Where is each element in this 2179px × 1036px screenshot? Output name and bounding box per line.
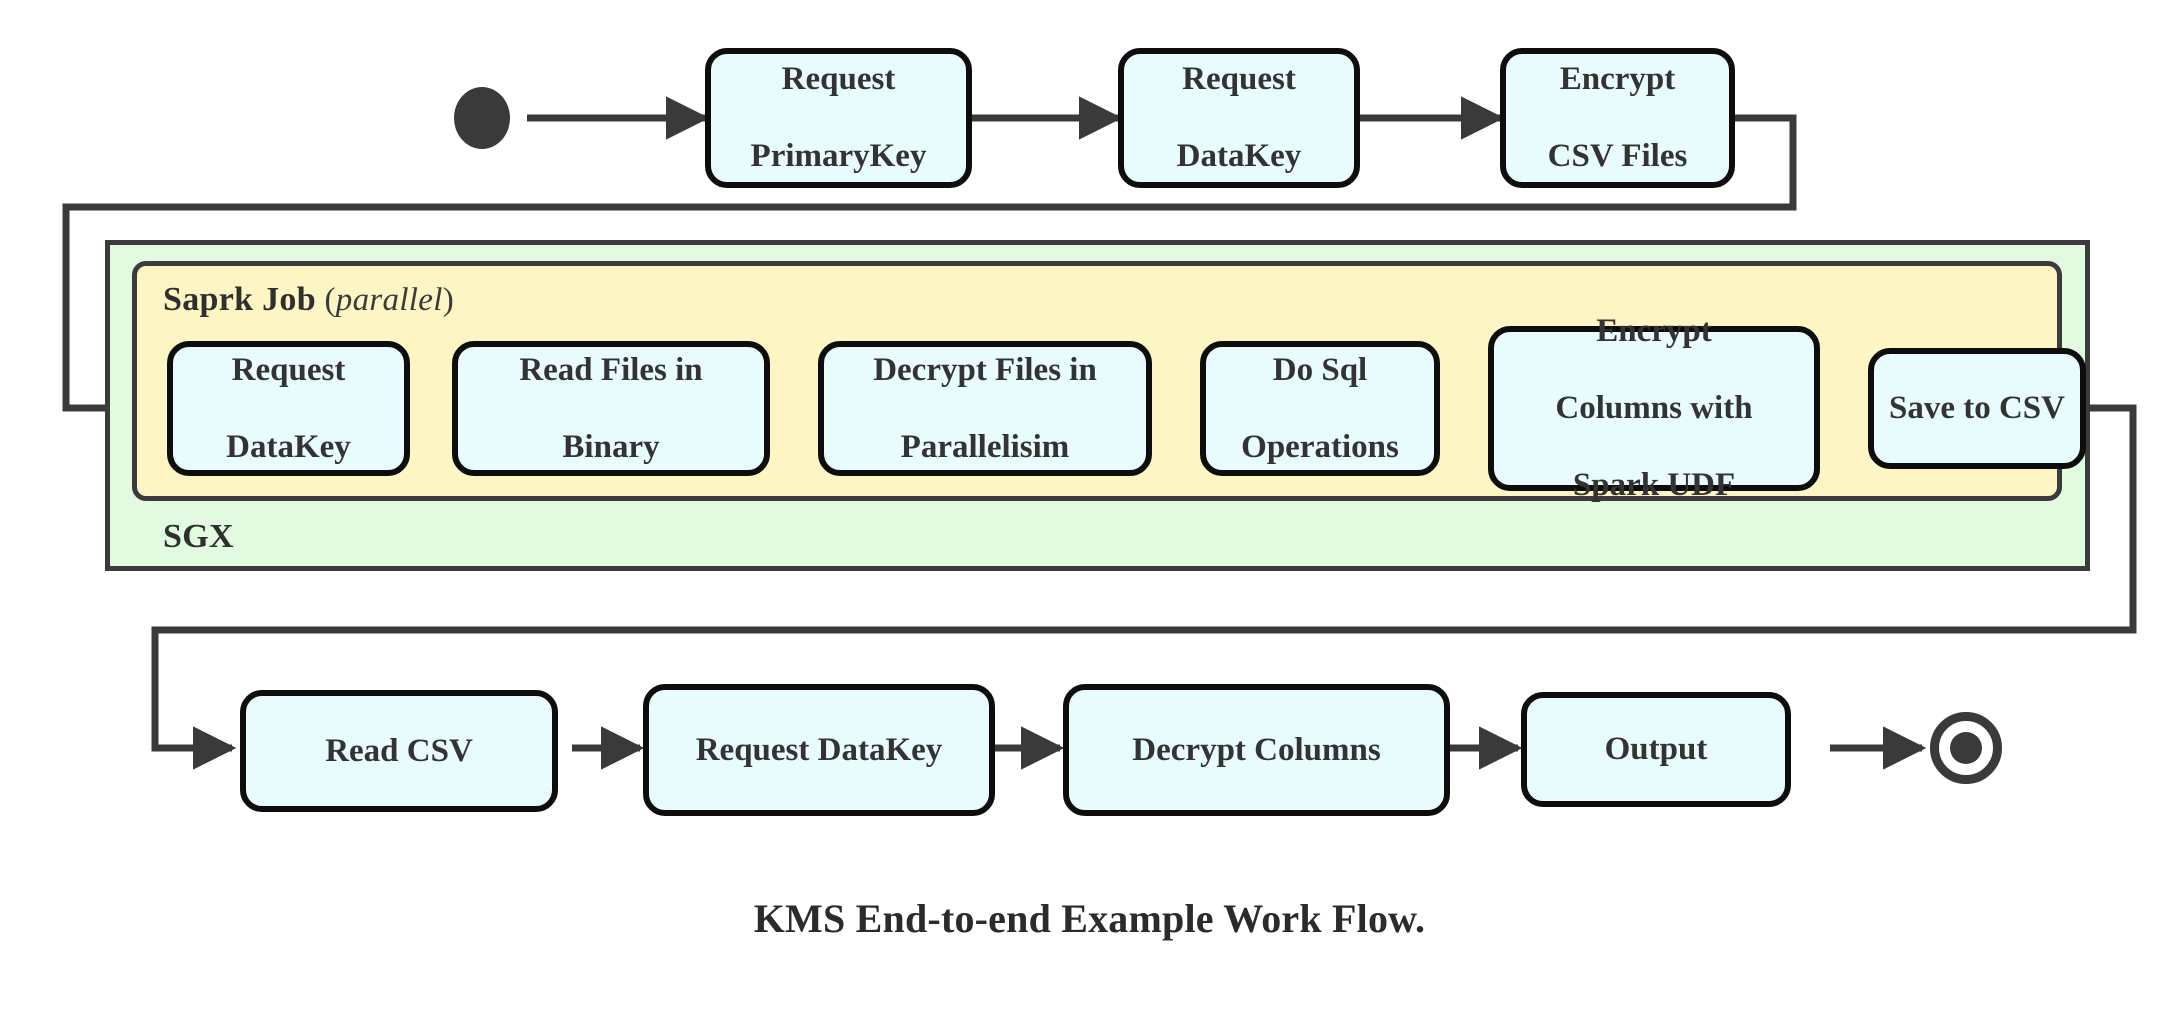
node-request-datakey-bottom[interactable]: Request DataKey	[643, 684, 995, 816]
node-label: Decrypt Columns	[1132, 731, 1381, 768]
sgx-title: SGX	[163, 518, 234, 555]
node-label: Read CSV	[325, 732, 473, 769]
start-state-icon	[454, 87, 510, 149]
spark-job-title: Saprk Job	[163, 281, 316, 318]
node-save-to-csv[interactable]: Save to CSV	[1868, 348, 2086, 469]
final-state-icon	[1930, 712, 2002, 784]
figure-caption: KMS End-to-end Example Work Flow.	[753, 896, 1426, 941]
node-label: Save to CSV	[1888, 390, 2065, 427]
node-read-csv[interactable]: Read CSV	[240, 690, 558, 812]
spark-job-annotation: parallel	[335, 282, 443, 318]
node-label: Request DataKey	[695, 731, 943, 768]
node-decrypt-columns[interactable]: Decrypt Columns	[1063, 684, 1450, 816]
node-output[interactable]: Output	[1521, 692, 1791, 807]
spark-job-label: Saprk Job (parallel)	[163, 281, 454, 318]
node-label: Output	[1604, 731, 1708, 768]
sgx-label: SGX	[163, 518, 234, 556]
